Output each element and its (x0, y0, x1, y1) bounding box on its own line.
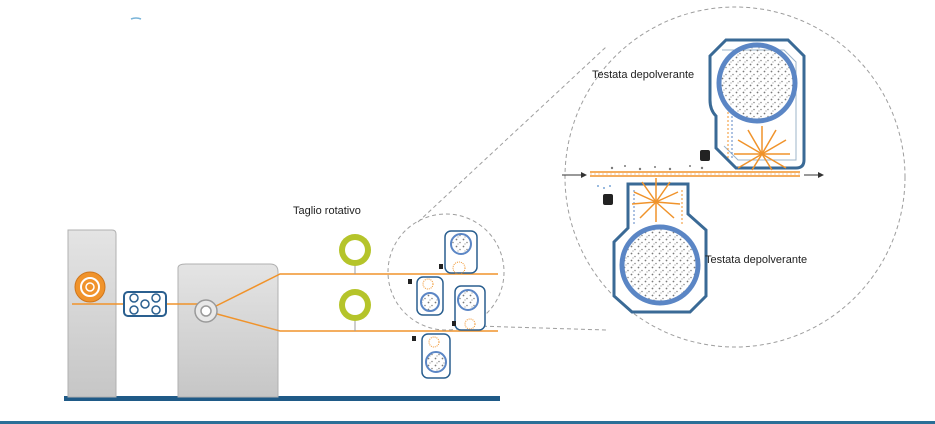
zoom-connector-top (417, 46, 607, 223)
magnifier-small (387, 213, 505, 331)
ionizer-bottom-icon (603, 194, 613, 205)
footer-rule (0, 421, 935, 424)
slitter-roller (194, 299, 218, 323)
dedusting-roller-bottom (619, 224, 701, 306)
brush-burst-top-icon (734, 126, 790, 171)
web-line-upper (205, 273, 498, 312)
dedusting-head-bottom-label: Testata depolverante (705, 254, 808, 266)
rewind-ring-top (339, 234, 371, 274)
ionizer-top-icon (700, 150, 710, 161)
arrow-out-icon (818, 172, 824, 178)
unwind-roll (74, 271, 106, 303)
rotary-cut-label: Taglio rotativo (293, 205, 361, 217)
mini-dedusting-heads (408, 230, 486, 379)
base-plate (64, 396, 500, 401)
dedusting-head-bottom (597, 178, 708, 314)
dedusting-roller-top (716, 42, 798, 124)
roller-module (123, 291, 167, 317)
rewind-ring-bottom (339, 289, 371, 331)
decorative-mark (130, 17, 142, 20)
zoom-connector-bottom (475, 325, 607, 331)
dedusting-head-top (610, 38, 806, 171)
slitter-body (177, 263, 279, 398)
magnifier-large (564, 6, 906, 348)
brush-burst-bottom-icon (631, 178, 681, 222)
unwinder-body (67, 229, 117, 398)
dedusting-head-top-label: Testata depolverante (592, 69, 695, 81)
arrow-in-icon (581, 172, 587, 178)
web-line-lower (205, 310, 498, 332)
web-detail (562, 171, 824, 178)
